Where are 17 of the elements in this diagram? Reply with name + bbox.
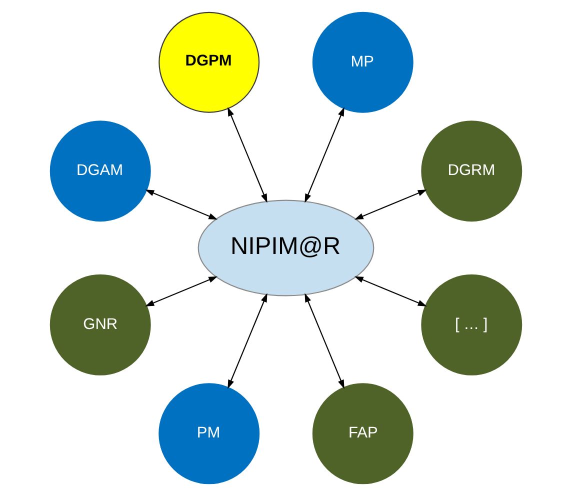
node-circle: PM: [158, 383, 260, 484]
arrow: [354, 190, 426, 220]
node-circle: DGAM: [49, 120, 150, 222]
arrow: [144, 276, 218, 306]
node-circle: DGRM: [420, 120, 522, 222]
arrow: [304, 293, 344, 389]
arrow: [227, 107, 267, 203]
arrow: [304, 107, 344, 203]
node-circle: GNR: [49, 274, 150, 376]
arrow: [144, 190, 218, 220]
arrow: [227, 293, 267, 389]
node-circle: FAP: [312, 383, 413, 484]
node-ellipse: NIPIM@R: [197, 200, 374, 296]
node-circle: [ … ]: [420, 274, 522, 376]
node-circle: DGPM: [158, 12, 260, 113]
arrow: [354, 276, 426, 306]
node-circle: MP: [312, 12, 413, 113]
